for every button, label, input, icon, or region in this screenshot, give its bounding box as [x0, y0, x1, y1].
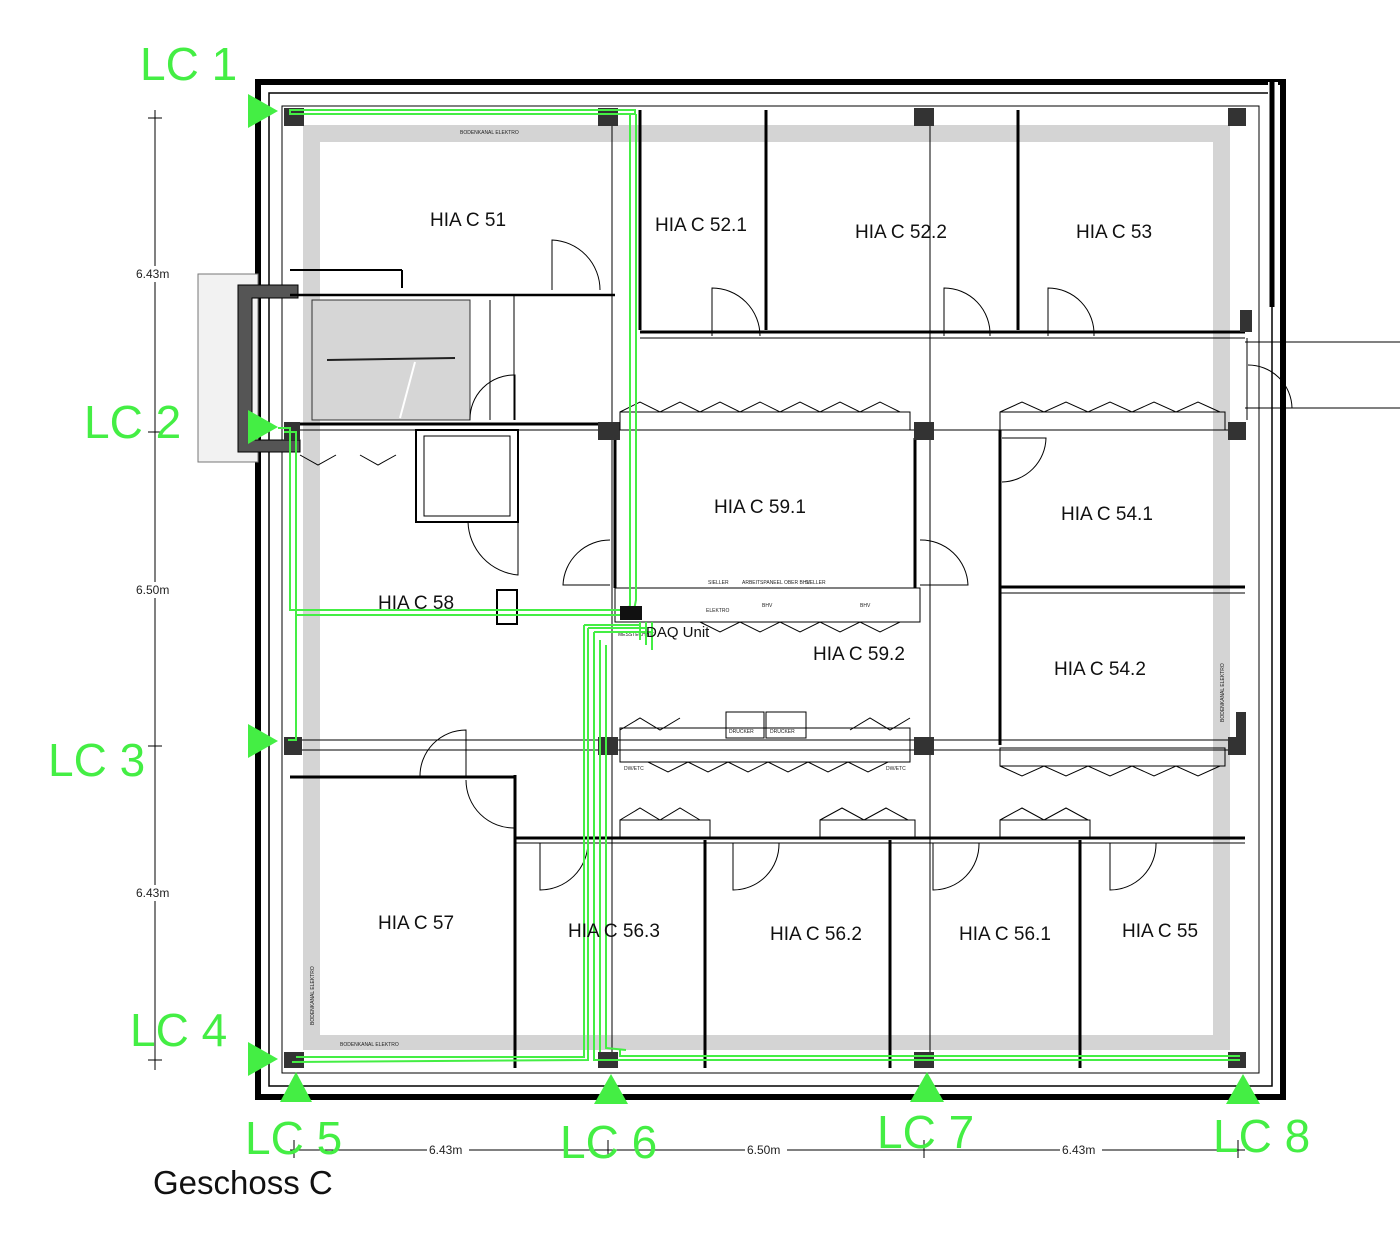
room-label-c59-1: HIA C 59.1 — [714, 497, 806, 518]
room-label-c56-1: HIA C 56.1 — [959, 924, 1051, 945]
printer-label-1: DRUCKER — [729, 729, 754, 735]
bhv-label-1: BHV — [762, 603, 773, 609]
dimension-labels: 6.43m 6.50m 6.43m 6.43m 6.50m 6.43m — [134, 266, 1102, 1158]
lc-8-label: LC 8 — [1213, 1110, 1310, 1162]
lc-7-marker — [910, 1072, 944, 1102]
printer-label-2: DRUCKER — [770, 729, 795, 735]
room-label-c57: HIA C 57 — [378, 913, 454, 934]
lc-7-label: LC 7 — [877, 1106, 974, 1158]
room-label-c58: HIA C 58 — [378, 593, 454, 614]
load-cell-labels: LC 1 LC 2 LC 3 LC 4 LC 5 LC 6 LC 7 LC 8 — [48, 38, 1310, 1168]
elektro-label: ELEKTRO — [706, 608, 729, 614]
room-label-c59-2: HIA C 59.2 — [813, 644, 905, 665]
wc-label-2: DW/ETC — [886, 766, 906, 772]
dim-horizontal-2: 6.50m — [747, 1143, 780, 1157]
room-labels: HIA C 51 HIA C 52.1 HIA C 52.2 HIA C 53 … — [378, 210, 1198, 945]
dim-horizontal-3: 6.43m — [1062, 1143, 1095, 1157]
floor-channel-label-left: BODENKANAL ELEKTRO — [310, 966, 316, 1025]
room-label-c54-2: HIA C 54.2 — [1054, 659, 1146, 680]
room-label-c53: HIA C 53 — [1076, 222, 1152, 243]
dim-horizontal-1: 6.43m — [429, 1143, 462, 1157]
lc-4-marker — [248, 1042, 278, 1076]
sensor-cabling — [278, 109, 1240, 1063]
lc-6-marker — [594, 1074, 628, 1104]
daq-unit-label: DAQ Unit — [646, 624, 710, 641]
lc-1-marker — [248, 94, 278, 128]
dim-vertical-2: 6.50m — [136, 583, 169, 597]
load-cell-markers — [248, 94, 1260, 1104]
room-label-c51: HIA C 51 — [430, 210, 506, 231]
floor-title: Geschoss C — [153, 1164, 333, 1201]
cabinet-labels: DRUCKER DRUCKER DW/ETC DW/ETC SIELLER SI… — [618, 580, 906, 772]
floor-channel-label-right: BODENKANAL ELEKTRO — [1220, 663, 1226, 722]
dim-vertical-1: 6.43m — [136, 267, 169, 281]
lc-3-marker — [248, 724, 278, 758]
building-outline — [255, 79, 1286, 1100]
wc-label-1: DW/ETC — [624, 766, 644, 772]
daq-unit-box — [620, 606, 642, 620]
lc-2-marker — [248, 410, 278, 444]
lc-3-label: LC 3 — [48, 734, 145, 786]
lc-6-label: LC 6 — [560, 1116, 657, 1168]
sink-label-1: SIELLER — [708, 580, 729, 586]
floor-channel-label-bottom: BODENKANAL ELEKTRO — [340, 1042, 399, 1048]
lc-5-label: LC 5 — [245, 1112, 342, 1164]
room-label-c54-1: HIA C 54.1 — [1061, 504, 1153, 525]
walls — [290, 110, 1400, 1068]
messtechnik-label: MESSTECHNIK — [618, 632, 655, 638]
counter-label: ARBEITSPANEEL OBER BHV — [742, 580, 810, 586]
room-label-c56-2: HIA C 56.2 — [770, 924, 862, 945]
cabinets — [299, 401, 1226, 839]
columns — [284, 108, 1252, 1068]
lc-8-marker — [1226, 1074, 1260, 1104]
room-label-c52-1: HIA C 52.1 — [655, 215, 747, 236]
sink-label-2: SIELLER — [805, 580, 826, 586]
room-label-c52-2: HIA C 52.2 — [855, 222, 947, 243]
dim-vertical-3: 6.43m — [136, 886, 169, 900]
bhv-label-2: BHV — [860, 603, 871, 609]
lc-5-marker — [280, 1072, 312, 1102]
floor-channel-label-top: BODENKANAL ELEKTRO — [460, 130, 519, 136]
room-label-c55: HIA C 55 — [1122, 921, 1198, 942]
lc-1-label: LC 1 — [140, 38, 237, 90]
doors — [419, 239, 1293, 891]
room-label-c56-3: HIA C 56.3 — [568, 921, 660, 942]
lc-4-label: LC 4 — [130, 1004, 227, 1056]
floor-channel-band: BODENKANAL ELEKTRO BODENKANAL ELEKTRO BO… — [303, 125, 1230, 1050]
lc-2-label: LC 2 — [84, 396, 181, 448]
